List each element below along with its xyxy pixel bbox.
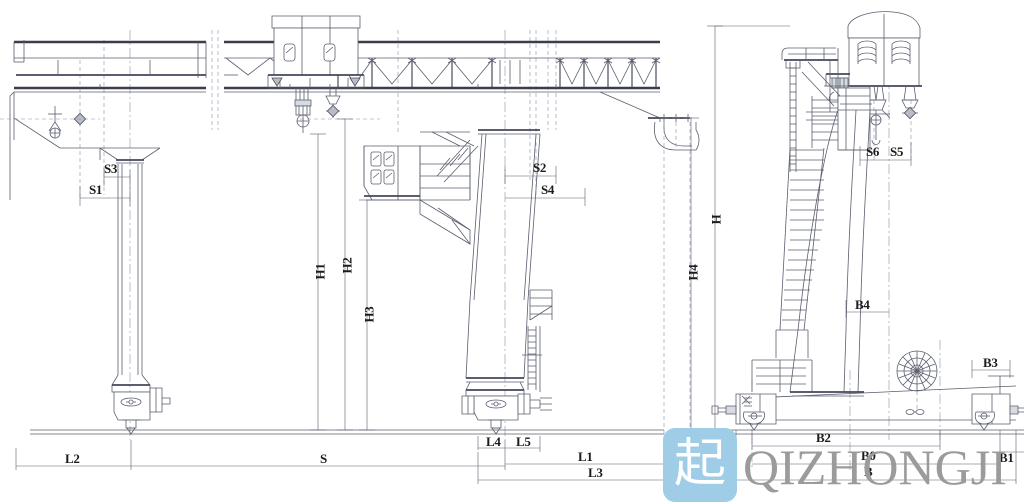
- side-cab: [828, 87, 871, 151]
- front-center-lines: [79, 30, 557, 440]
- dim-label-B0: B0: [861, 448, 876, 463]
- side-upper-platform: [781, 47, 839, 172]
- dim-label-L5: L5: [516, 434, 531, 449]
- dim-label-S5: S5: [890, 144, 904, 159]
- right-bogie: [461, 381, 552, 435]
- machinery-house: [846, 11, 922, 87]
- dim-label-L2: L2: [65, 451, 80, 466]
- dim-label-S3: S3: [104, 161, 118, 176]
- front-dimension-lines: [15, 117, 699, 484]
- dim-label-H: H: [708, 214, 724, 225]
- right-leg-ladder: [522, 289, 553, 392]
- dim-label-B3: B3: [983, 355, 998, 370]
- side-aux-hook-block: [901, 85, 919, 120]
- dim-label-L3: L3: [588, 465, 603, 480]
- trolley: [267, 15, 365, 89]
- front-elevation-view: [0, 15, 700, 484]
- dim-label-H4: H4: [685, 264, 701, 281]
- dim-label-H2: H2: [339, 257, 355, 274]
- side-stairs: [751, 61, 841, 392]
- left-support-leg: [99, 147, 161, 375]
- rail-line: [30, 429, 664, 435]
- dim-label-H3: H3: [361, 306, 377, 323]
- dim-label-L4: L4: [486, 434, 501, 449]
- cantilever-end: [599, 91, 700, 440]
- dim-label-B2: B2: [816, 430, 831, 445]
- side-elevation-view: [707, 11, 1024, 484]
- dim-label-B: B: [864, 464, 873, 479]
- left-end-stop-symbol: [48, 106, 62, 139]
- right-support-leg: [465, 129, 541, 383]
- dim-label-S: S: [320, 451, 327, 466]
- dim-label-S6: S6: [866, 144, 880, 159]
- dim-label-B4: B4: [855, 297, 870, 312]
- dim-label-S4: S4: [541, 182, 555, 197]
- left-bogie: [111, 374, 171, 435]
- aux-hook-symbol: [326, 104, 340, 118]
- dim-label-B1: B1: [999, 450, 1014, 465]
- auxiliary-hook-block: [300, 88, 380, 120]
- operator-cab: [363, 145, 421, 201]
- cable-drum: [896, 350, 938, 415]
- dim-label-L1: L1: [578, 449, 593, 464]
- vent-left: [857, 40, 877, 64]
- dim-label-S1: S1: [89, 182, 103, 197]
- side-rail-line: [710, 429, 1024, 435]
- main-girder: [13, 40, 661, 93]
- side-bogie-right: [971, 375, 1024, 431]
- dim-label-H1: H1: [312, 263, 328, 280]
- vent-right: [891, 40, 911, 64]
- side-trolley-rail: [824, 73, 850, 89]
- left-cantilever-end: [0, 91, 101, 200]
- side-bogie-left: [711, 393, 777, 431]
- dim-label-S2: S2: [533, 160, 547, 175]
- lattice-truss: [224, 57, 661, 88]
- access-ladder: [419, 131, 479, 245]
- main-hook-block: [294, 88, 312, 133]
